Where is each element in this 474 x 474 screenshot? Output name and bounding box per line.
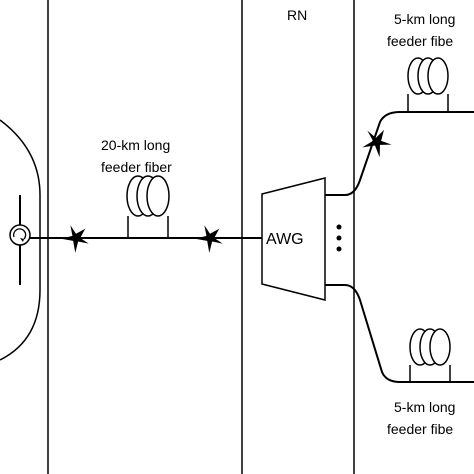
left-loop-path: [0, 119, 41, 361]
fault-star-icon: [61, 225, 89, 253]
fiber-spool-icon: [409, 328, 451, 382]
feeder-main-line2: feeder fiber: [101, 159, 172, 175]
awg-block: [261, 177, 326, 301]
branch-top-line1: 5-km long: [394, 11, 455, 27]
branch-bottom-line1: 5-km long: [394, 399, 455, 415]
branch-top-line: [325, 111, 474, 196]
fault-star-icon: [362, 129, 392, 158]
feeder-main-line1: 20-km long: [101, 137, 170, 153]
fiber-spool-icon: [407, 57, 449, 112]
fiber-spool-icon: [126, 175, 170, 238]
ellipsis-dots-icon: [336, 224, 342, 252]
awg-label: AWG: [266, 231, 304, 248]
rn-label: RN: [287, 7, 307, 23]
fault-star-icon: [195, 225, 223, 253]
branch-top-line2: feeder fibe: [387, 33, 453, 49]
branch-bottom-line2: feeder fibe: [387, 421, 453, 437]
branch-bottom-line: [325, 284, 474, 383]
circulator-icon: [9, 224, 31, 246]
rn-box: [241, 0, 355, 474]
